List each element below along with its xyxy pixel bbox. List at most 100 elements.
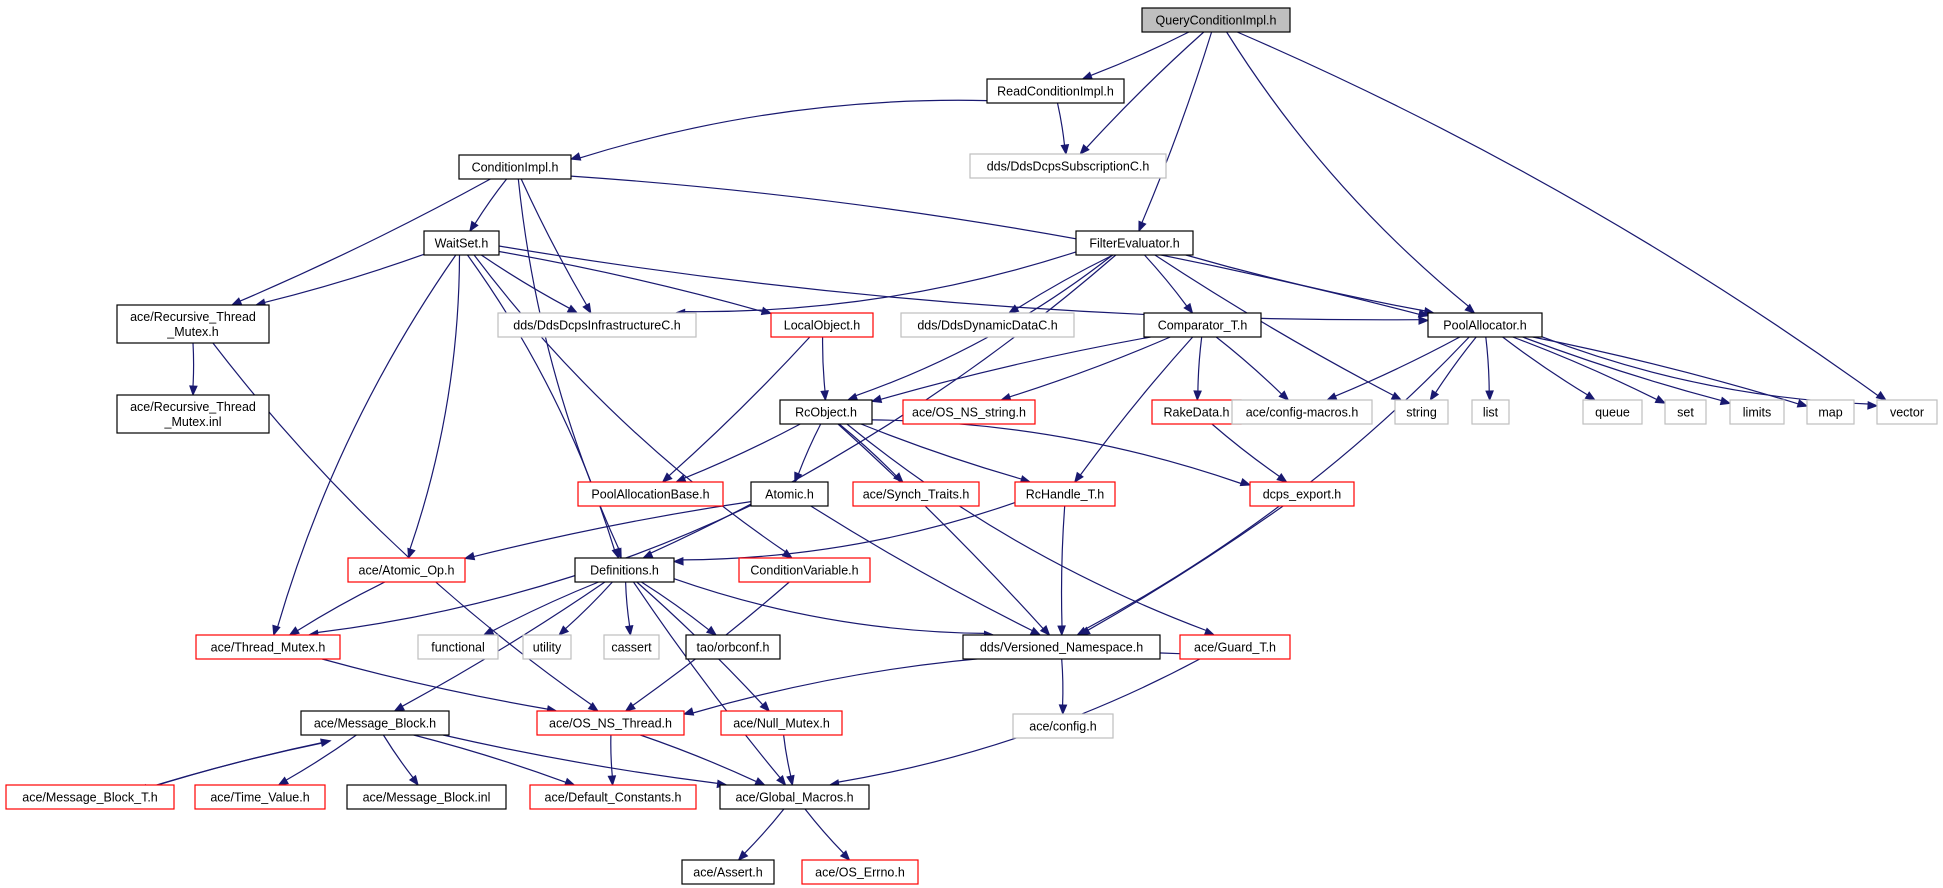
node-utility[interactable]: utility <box>522 634 572 660</box>
node-rakedata[interactable]: RakeData.h <box>1151 399 1242 425</box>
node-box-msgblockinl[interactable] <box>346 784 507 810</box>
node-box-queue[interactable] <box>1582 399 1643 425</box>
node-box-string[interactable] <box>1394 399 1449 425</box>
node-box-root[interactable] <box>1141 7 1291 33</box>
node-box-rakedata[interactable] <box>1151 399 1242 425</box>
node-versioned[interactable]: dds/Versioned_Namespace.h <box>962 634 1161 660</box>
node-box-utility[interactable] <box>522 634 572 660</box>
node-queue[interactable]: queue <box>1582 399 1643 425</box>
node-assert[interactable]: ace/Assert.h <box>681 859 775 885</box>
node-recmutexinl[interactable]: ace/Recursive_Thread_Mutex.inl <box>116 394 270 434</box>
node-box-orbconf[interactable] <box>685 634 781 660</box>
node-condimpl[interactable]: ConditionImpl.h <box>458 154 572 180</box>
node-cassert[interactable]: cassert <box>603 634 660 660</box>
node-box-dcpsexport[interactable] <box>1249 481 1355 507</box>
node-box-msgblockt[interactable] <box>5 784 175 810</box>
node-poolallocbase[interactable]: PoolAllocationBase.h <box>577 481 724 507</box>
node-box-waitset[interactable] <box>423 230 500 256</box>
node-synchtraits[interactable]: ace/Synch_Traits.h <box>852 481 980 507</box>
node-box-condvar[interactable] <box>738 557 871 583</box>
node-box-rcobject[interactable] <box>779 399 873 425</box>
node-box-assert[interactable] <box>681 859 775 885</box>
node-config[interactable]: ace/config.h <box>1012 713 1114 739</box>
node-filtereval[interactable]: FilterEvaluator.h <box>1075 230 1194 256</box>
node-box-vector[interactable] <box>1876 399 1938 425</box>
node-box-msgblock[interactable] <box>300 710 450 736</box>
node-condvar[interactable]: ConditionVariable.h <box>738 557 871 583</box>
node-set[interactable]: set <box>1664 399 1707 425</box>
node-box-map[interactable] <box>1806 399 1855 425</box>
node-box-synchtraits[interactable] <box>852 481 980 507</box>
node-box-timevalue[interactable] <box>194 784 326 810</box>
node-waitset[interactable]: WaitSet.h <box>423 230 500 256</box>
node-localobj[interactable]: LocalObject.h <box>770 312 874 338</box>
node-box-ddsinfra[interactable] <box>497 312 697 338</box>
node-string[interactable]: string <box>1394 399 1449 425</box>
node-box-ddsdyn[interactable] <box>900 312 1075 338</box>
node-threadmutex[interactable]: ace/Thread_Mutex.h <box>195 634 341 660</box>
node-box-condimpl[interactable] <box>458 154 572 180</box>
node-ddsdyn[interactable]: dds/DdsDynamicDataC.h <box>900 312 1075 338</box>
node-box-rchandle[interactable] <box>1014 481 1116 507</box>
node-box-globalmacros[interactable] <box>719 784 870 810</box>
node-box-list[interactable] <box>1471 399 1510 425</box>
node-box-cassert[interactable] <box>603 634 660 660</box>
node-box-osnsstring[interactable] <box>902 399 1036 425</box>
node-box-comparator[interactable] <box>1143 312 1262 338</box>
node-msgblockt[interactable]: ace/Message_Block_T.h <box>5 784 175 810</box>
node-timevalue[interactable]: ace/Time_Value.h <box>194 784 326 810</box>
node-configmacros[interactable]: ace/config-macros.h <box>1231 399 1373 425</box>
node-box-limits[interactable] <box>1729 399 1785 425</box>
node-msgblockinl[interactable]: ace/Message_Block.inl <box>346 784 507 810</box>
node-box-oserrno[interactable] <box>801 859 919 885</box>
node-box-versioned[interactable] <box>962 634 1161 660</box>
node-nullmutex[interactable]: ace/Null_Mutex.h <box>720 710 843 736</box>
node-root[interactable]: QueryConditionImpl.h <box>1141 7 1291 33</box>
node-box-definitions[interactable] <box>574 557 675 583</box>
node-box-set[interactable] <box>1664 399 1707 425</box>
node-rchandle[interactable]: RcHandle_T.h <box>1014 481 1116 507</box>
node-box-recmutexinl[interactable] <box>116 394 270 434</box>
node-oserrno[interactable]: ace/OS_Errno.h <box>801 859 919 885</box>
node-msgblock[interactable]: ace/Message_Block.h <box>300 710 450 736</box>
node-list[interactable]: list <box>1471 399 1510 425</box>
node-defconst[interactable]: ace/Default_Constants.h <box>529 784 697 810</box>
node-definitions[interactable]: Definitions.h <box>574 557 675 583</box>
node-guard[interactable]: ace/Guard_T.h <box>1179 634 1291 660</box>
node-functional[interactable]: functional <box>417 634 499 660</box>
node-box-poolallocbase[interactable] <box>577 481 724 507</box>
node-map[interactable]: map <box>1806 399 1855 425</box>
node-box-defconst[interactable] <box>529 784 697 810</box>
node-dcpsexport[interactable]: dcps_export.h <box>1249 481 1355 507</box>
node-atomicop[interactable]: ace/Atomic_Op.h <box>347 557 466 583</box>
node-box-config[interactable] <box>1012 713 1114 739</box>
node-ddssub[interactable]: dds/DdsDcpsSubscriptionC.h <box>969 153 1167 179</box>
node-recmutex[interactable]: ace/Recursive_Thread_Mutex.h <box>116 304 270 344</box>
node-box-configmacros[interactable] <box>1231 399 1373 425</box>
node-box-atomicop[interactable] <box>347 557 466 583</box>
node-comparator[interactable]: Comparator_T.h <box>1143 312 1262 338</box>
node-box-nullmutex[interactable] <box>720 710 843 736</box>
node-osnsstring[interactable]: ace/OS_NS_string.h <box>902 399 1036 425</box>
node-poolalloc[interactable]: PoolAllocator.h <box>1427 312 1543 338</box>
node-box-filtereval[interactable] <box>1075 230 1194 256</box>
node-atomic[interactable]: Atomic.h <box>750 481 829 507</box>
node-osnsthread[interactable]: ace/OS_NS_Thread.h <box>536 710 685 736</box>
node-vector[interactable]: vector <box>1876 399 1938 425</box>
node-rcobject[interactable]: RcObject.h <box>779 399 873 425</box>
node-box-guard[interactable] <box>1179 634 1291 660</box>
node-box-threadmutex[interactable] <box>195 634 341 660</box>
node-box-recmutex[interactable] <box>116 304 270 344</box>
node-box-functional[interactable] <box>417 634 499 660</box>
node-orbconf[interactable]: tao/orbconf.h <box>685 634 781 660</box>
node-box-ddssub[interactable] <box>969 153 1167 179</box>
node-ddsinfra[interactable]: dds/DdsDcpsInfrastructureC.h <box>497 312 697 338</box>
node-globalmacros[interactable]: ace/Global_Macros.h <box>719 784 870 810</box>
node-limits[interactable]: limits <box>1729 399 1785 425</box>
node-box-atomic[interactable] <box>750 481 829 507</box>
node-box-readcond[interactable] <box>986 78 1125 104</box>
node-readcond[interactable]: ReadConditionImpl.h <box>986 78 1125 104</box>
node-box-localobj[interactable] <box>770 312 874 338</box>
node-box-poolalloc[interactable] <box>1427 312 1543 338</box>
node-box-osnsthread[interactable] <box>536 710 685 736</box>
